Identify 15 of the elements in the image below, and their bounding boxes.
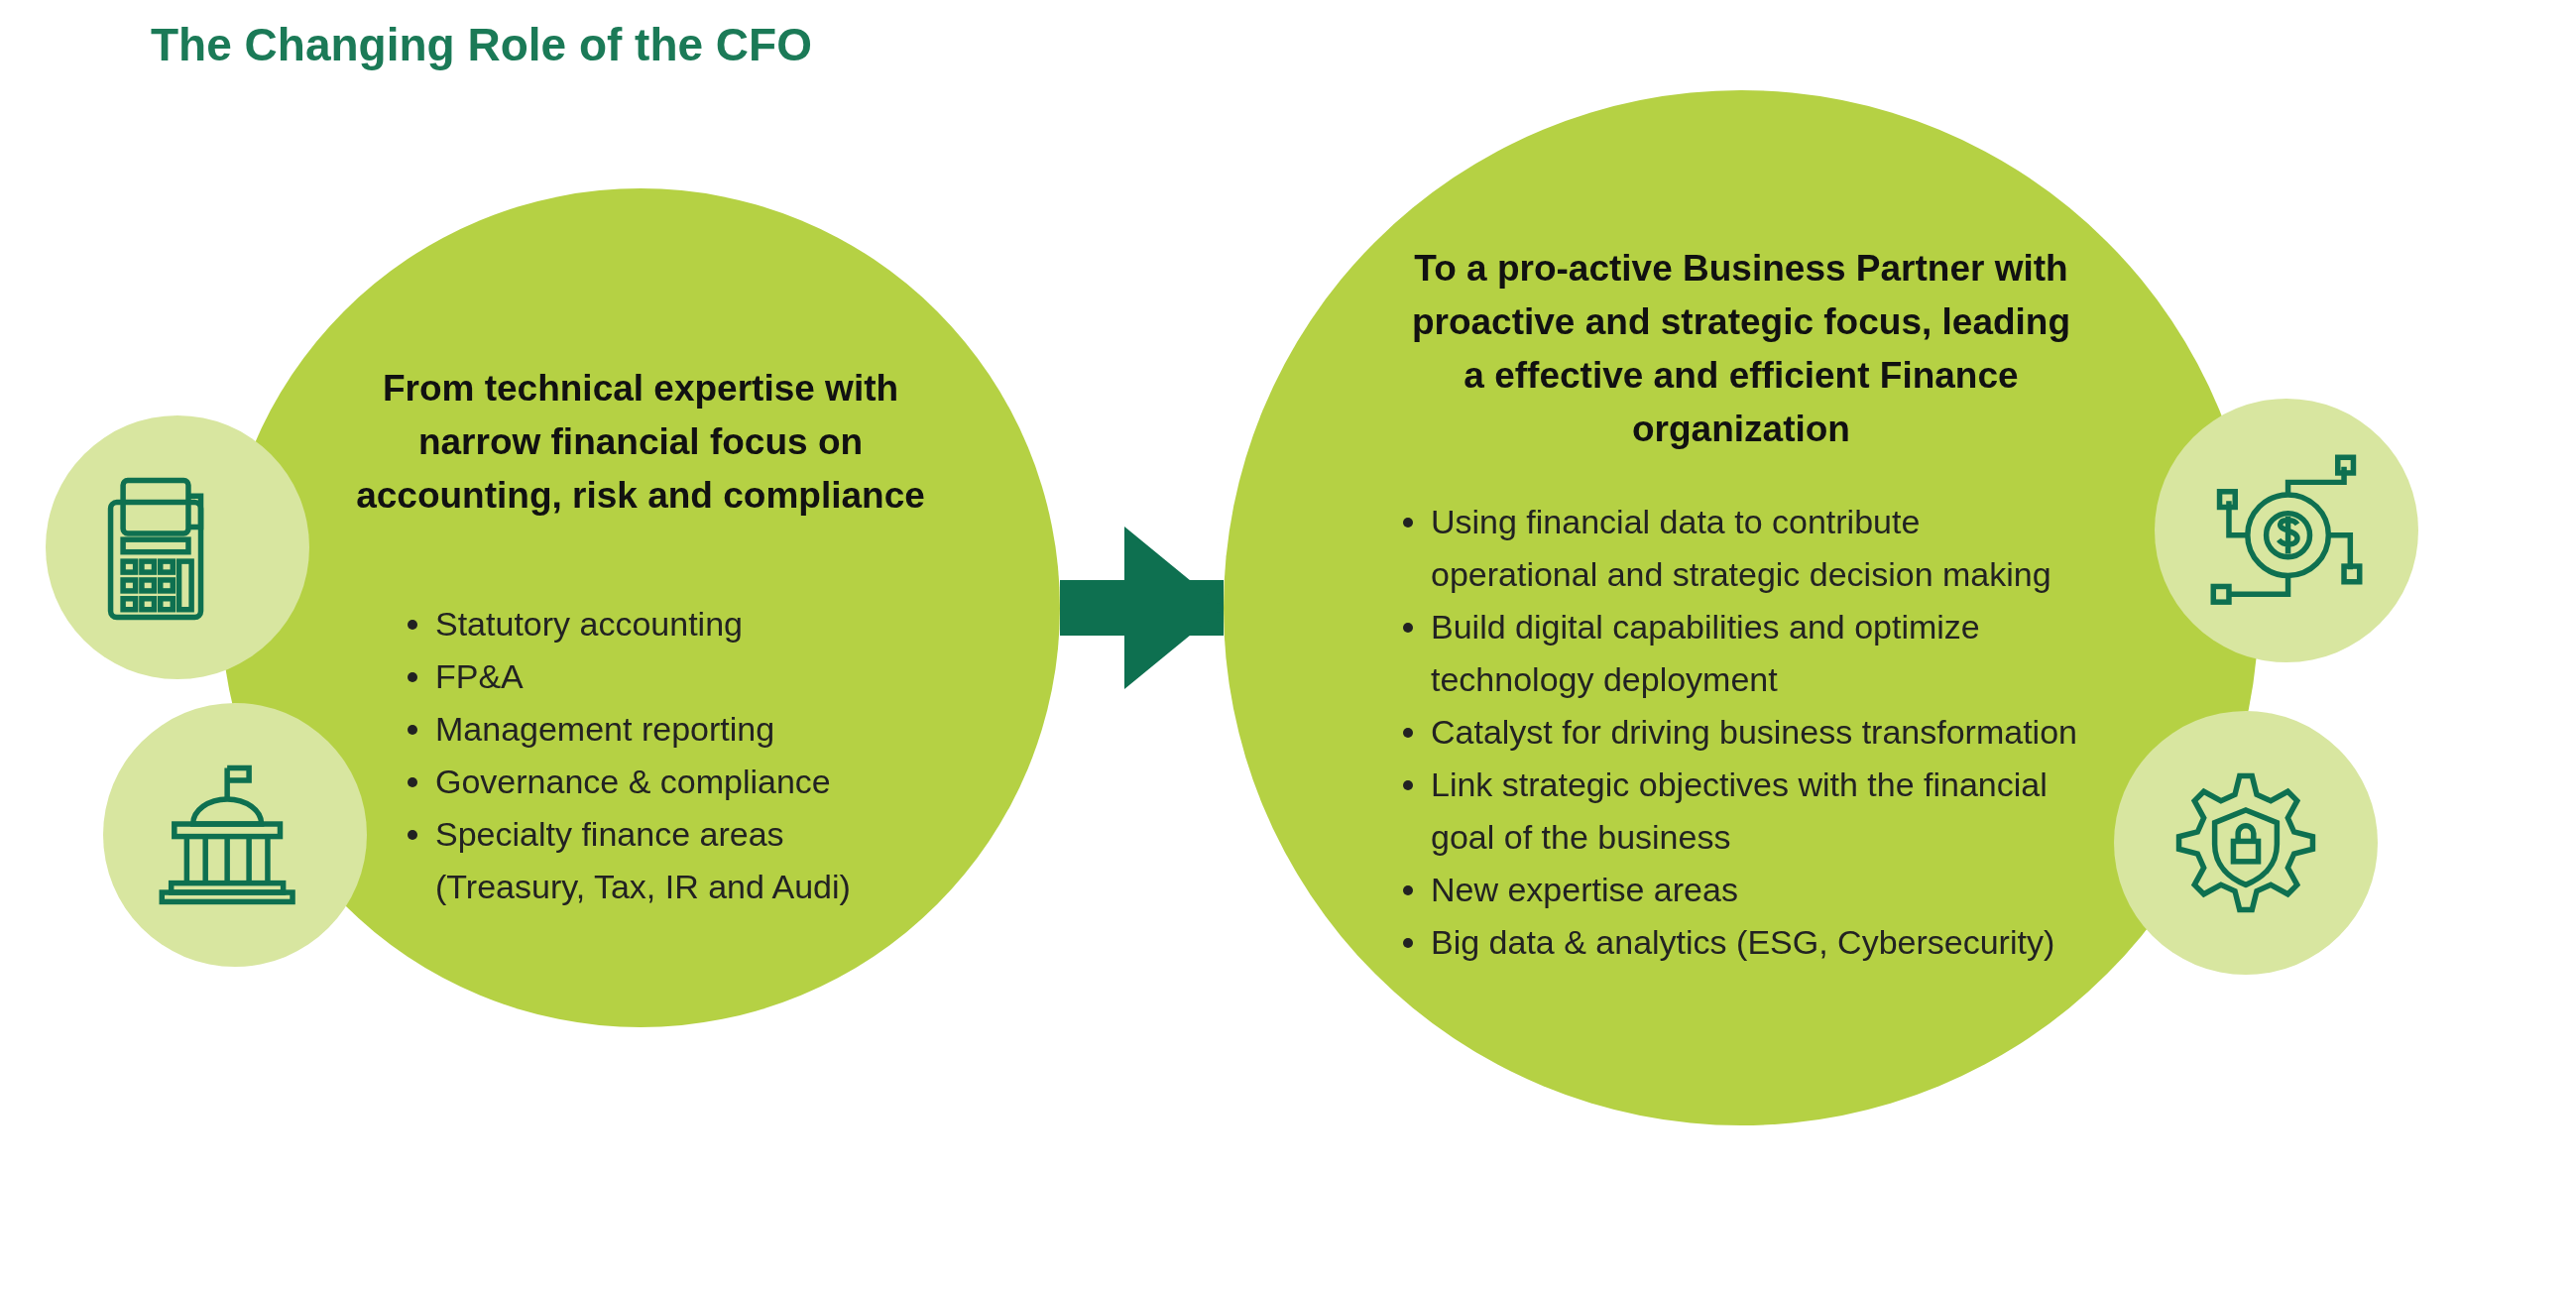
heading-text: To a pro-active Business Partner with proactive and strategic focus, leading a effective and efficient Finance organization [1410, 247, 2072, 451]
bullet-item: Using financial data to contribute operational and strategic decision making [1431, 503, 2051, 593]
bullet-item: Governance & compliance [435, 763, 831, 800]
bullet-item: Build digital capabilities and optimize technology deployment [1431, 608, 1980, 698]
bullet-item: New expertise areas [1431, 871, 1738, 908]
bullet-item: Catalyst for driving business transformation [1431, 713, 2077, 751]
arrow [1060, 527, 1224, 689]
diagram-title: The Changing Role of the CFO [151, 18, 812, 71]
bullet-item: Link strategic objectives with the financial goal of the business [1431, 765, 2048, 856]
bullet-item: Statutory accounting [435, 605, 743, 643]
bullet-item: Management reporting [435, 710, 775, 748]
bullet-item: FP&A [435, 657, 524, 695]
bullet-item: Specialty finance areas (Treasury, Tax, IR and Audi) [435, 815, 851, 905]
heading-text: From technical expertise with narrow financial focus on accounting, risk and compliance [355, 367, 926, 518]
bullet-item: Big data & analytics (ESG, Cybersecurity) [1431, 923, 2055, 961]
